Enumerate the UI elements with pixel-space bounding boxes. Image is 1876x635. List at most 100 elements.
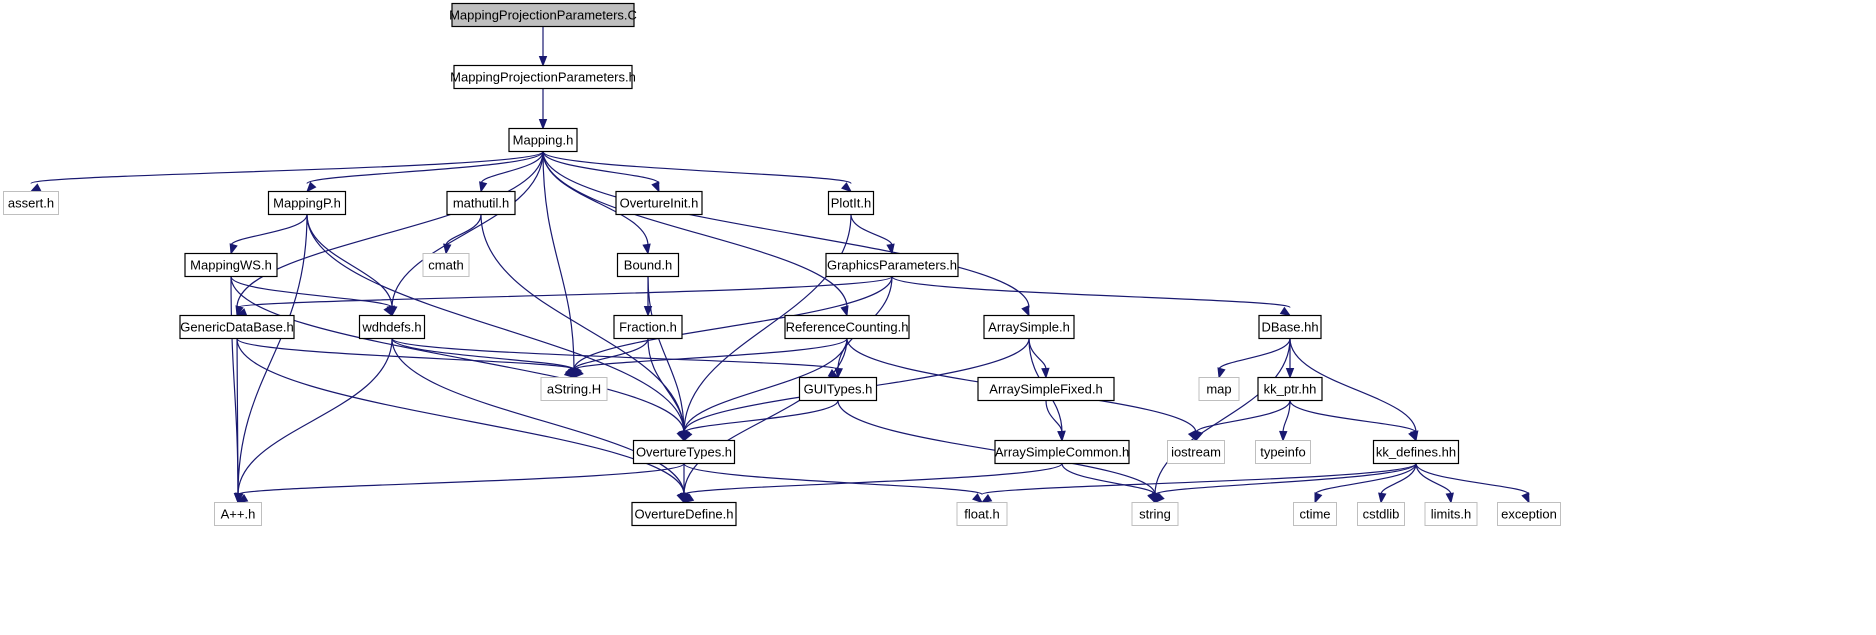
node-box [508,127,578,153]
node-label: string [1139,507,1171,522]
node-genericdatabase-h[interactable]: GenericDataBase.h [179,314,295,340]
edge-arraysimplecommon-h-to-string [1061,463,1156,504]
node-box [616,252,680,278]
node-box [267,190,347,216]
node-string: string [1131,502,1179,526]
node-label: MappingProjectionParameters.C [449,8,637,23]
node-label: aString.H [547,382,601,397]
node-label: OvertureTypes.h [636,445,732,460]
edge-mathutil-h-to-cmath [443,214,482,255]
node-box [1424,502,1478,526]
node-ctime: ctime [1293,502,1337,526]
node-label: Mapping.h [513,133,574,148]
node-box [184,252,278,278]
node-box [1497,502,1561,526]
node-mappingp-h[interactable]: MappingP.h [267,190,347,216]
node-dbase-hh[interactable]: DBase.hh [1258,314,1322,340]
edge-mapping-h-to-referencecounting-h [542,151,849,317]
node-arraysimple-h[interactable]: ArraySimple.h [983,314,1075,340]
node-label: ReferenceCounting.h [786,320,909,335]
edge-referencecounting-h-to-astring-h [573,337,848,379]
node-wdhdefs-h[interactable]: wdhdefs.h [358,314,426,340]
node-box [983,314,1075,340]
node-label: assert.h [8,196,54,211]
edge-arraysimple-h-to-arraysimplefixed-h [1028,338,1050,379]
node-typeinfo: typeinfo [1255,440,1311,464]
node-label: exception [1501,507,1557,522]
node-cmath: cmath [422,253,470,277]
node-mapping-h[interactable]: Mapping.h [508,127,578,153]
edge-dbase-hh-to-map [1217,338,1291,379]
node-mathutil-h[interactable]: mathutil.h [446,190,516,216]
node-box [540,377,608,401]
edge-guitypes-h-to-overturetypes-h [683,400,839,442]
node-guitypes-h[interactable]: GUITypes.h [798,376,878,402]
edge-mapping-h-to-mappingp-h [306,150,544,193]
node-box [825,252,959,278]
node-label: ArraySimpleFixed.h [989,382,1102,397]
node-box [798,376,878,402]
edge-kk-defines-hh-to-limits-h [1415,463,1454,504]
node-box [451,2,635,28]
node-fraction-h[interactable]: Fraction.h [613,314,683,340]
node-box [1372,439,1460,465]
node-label: OvertureInit.h [620,196,699,211]
node-box [446,190,516,216]
edge-kk-defines-hh-to-exception [1415,463,1530,504]
node-arraysimplecommon-h[interactable]: ArraySimpleCommon.h [994,439,1130,465]
node-box [827,190,875,216]
node-label: cstdlib [1363,507,1400,522]
node-box [1198,377,1240,401]
node-bound-h[interactable]: Bound.h [616,252,680,278]
node-plotit-h[interactable]: PlotIt.h [827,190,875,216]
edge-kk-defines-hh-to-float-h [980,462,1417,504]
edge-arraysimplefixed-h-to-arraysimplecommon-h [1045,400,1066,442]
node-aplusplus-h: A++.h [214,502,262,526]
node-box [977,376,1115,402]
node-label: MappingProjectionParameters.h [450,70,636,85]
node-overturedefine-h[interactable]: OvertureDefine.h [631,501,737,527]
node-limits-h: limits.h [1424,502,1478,526]
node-kk-defines-hh[interactable]: kk_defines.hh [1372,439,1460,465]
node-cstdlib: cstdlib [1357,502,1405,526]
node-box [179,314,295,340]
node-box [1255,440,1311,464]
node-astring-h: aString.H [540,377,608,401]
node-label: ctime [1299,507,1330,522]
edge-kk-defines-hh-to-string [1154,462,1417,504]
node-label: GUITypes.h [804,382,873,397]
node-box [3,191,59,215]
node-graphicsparameters-h[interactable]: GraphicsParameters.h [825,252,959,278]
node-label: kk_ptr.hh [1264,382,1317,397]
node-box [453,64,633,90]
node-label: Fraction.h [619,320,677,335]
node-iostream: iostream [1167,440,1225,464]
node-box [1257,376,1323,402]
node-box [422,253,470,277]
edge-mapping-h-to-arraysimple-h [542,151,1030,317]
node-box [358,314,426,340]
edge-kk-ptr-hh-to-kk-defines-hh [1289,400,1417,442]
edge-arraysimplecommon-h-to-overturedefine-h [682,462,1063,504]
node-kk-ptr-hh[interactable]: kk_ptr.hh [1257,376,1323,402]
nodes-layer: MappingProjectionParameters.C MappingProj… [3,2,1561,527]
edge-kk-ptr-hh-to-iostream [1195,400,1291,442]
node-overturetypes-h[interactable]: OvertureTypes.h [632,439,736,465]
node-box [1131,502,1179,526]
node-overtureinit-h[interactable]: OvertureInit.h [615,190,703,216]
node-label: PlotIt.h [831,196,871,211]
node-mappingws-h[interactable]: MappingWS.h [184,252,278,278]
edge-mapping-h-to-overtureinit-h [542,151,660,193]
edge-graphicsparameters-h-to-genericdatabase-h [235,275,893,317]
edge-plotit-h-to-graphicsparameters-h [850,214,895,255]
node-label: GraphicsParameters.h [827,258,957,273]
node-mappingprojectionparameters-c[interactable]: MappingProjectionParameters.C [449,2,637,28]
edge-genericdatabase-h-to-aplusplus-h [233,338,243,504]
node-mappingprojectionparameters-h[interactable]: MappingProjectionParameters.h [450,64,636,90]
node-label: MappingP.h [273,196,341,211]
node-assert-h: assert.h [3,191,59,215]
node-arraysimplefixed-h[interactable]: ArraySimpleFixed.h [977,376,1115,402]
node-referencecounting-h[interactable]: ReferenceCounting.h [784,314,910,340]
node-label: float.h [964,507,999,522]
edge-overturetypes-h-to-aplusplus-h [236,462,685,504]
